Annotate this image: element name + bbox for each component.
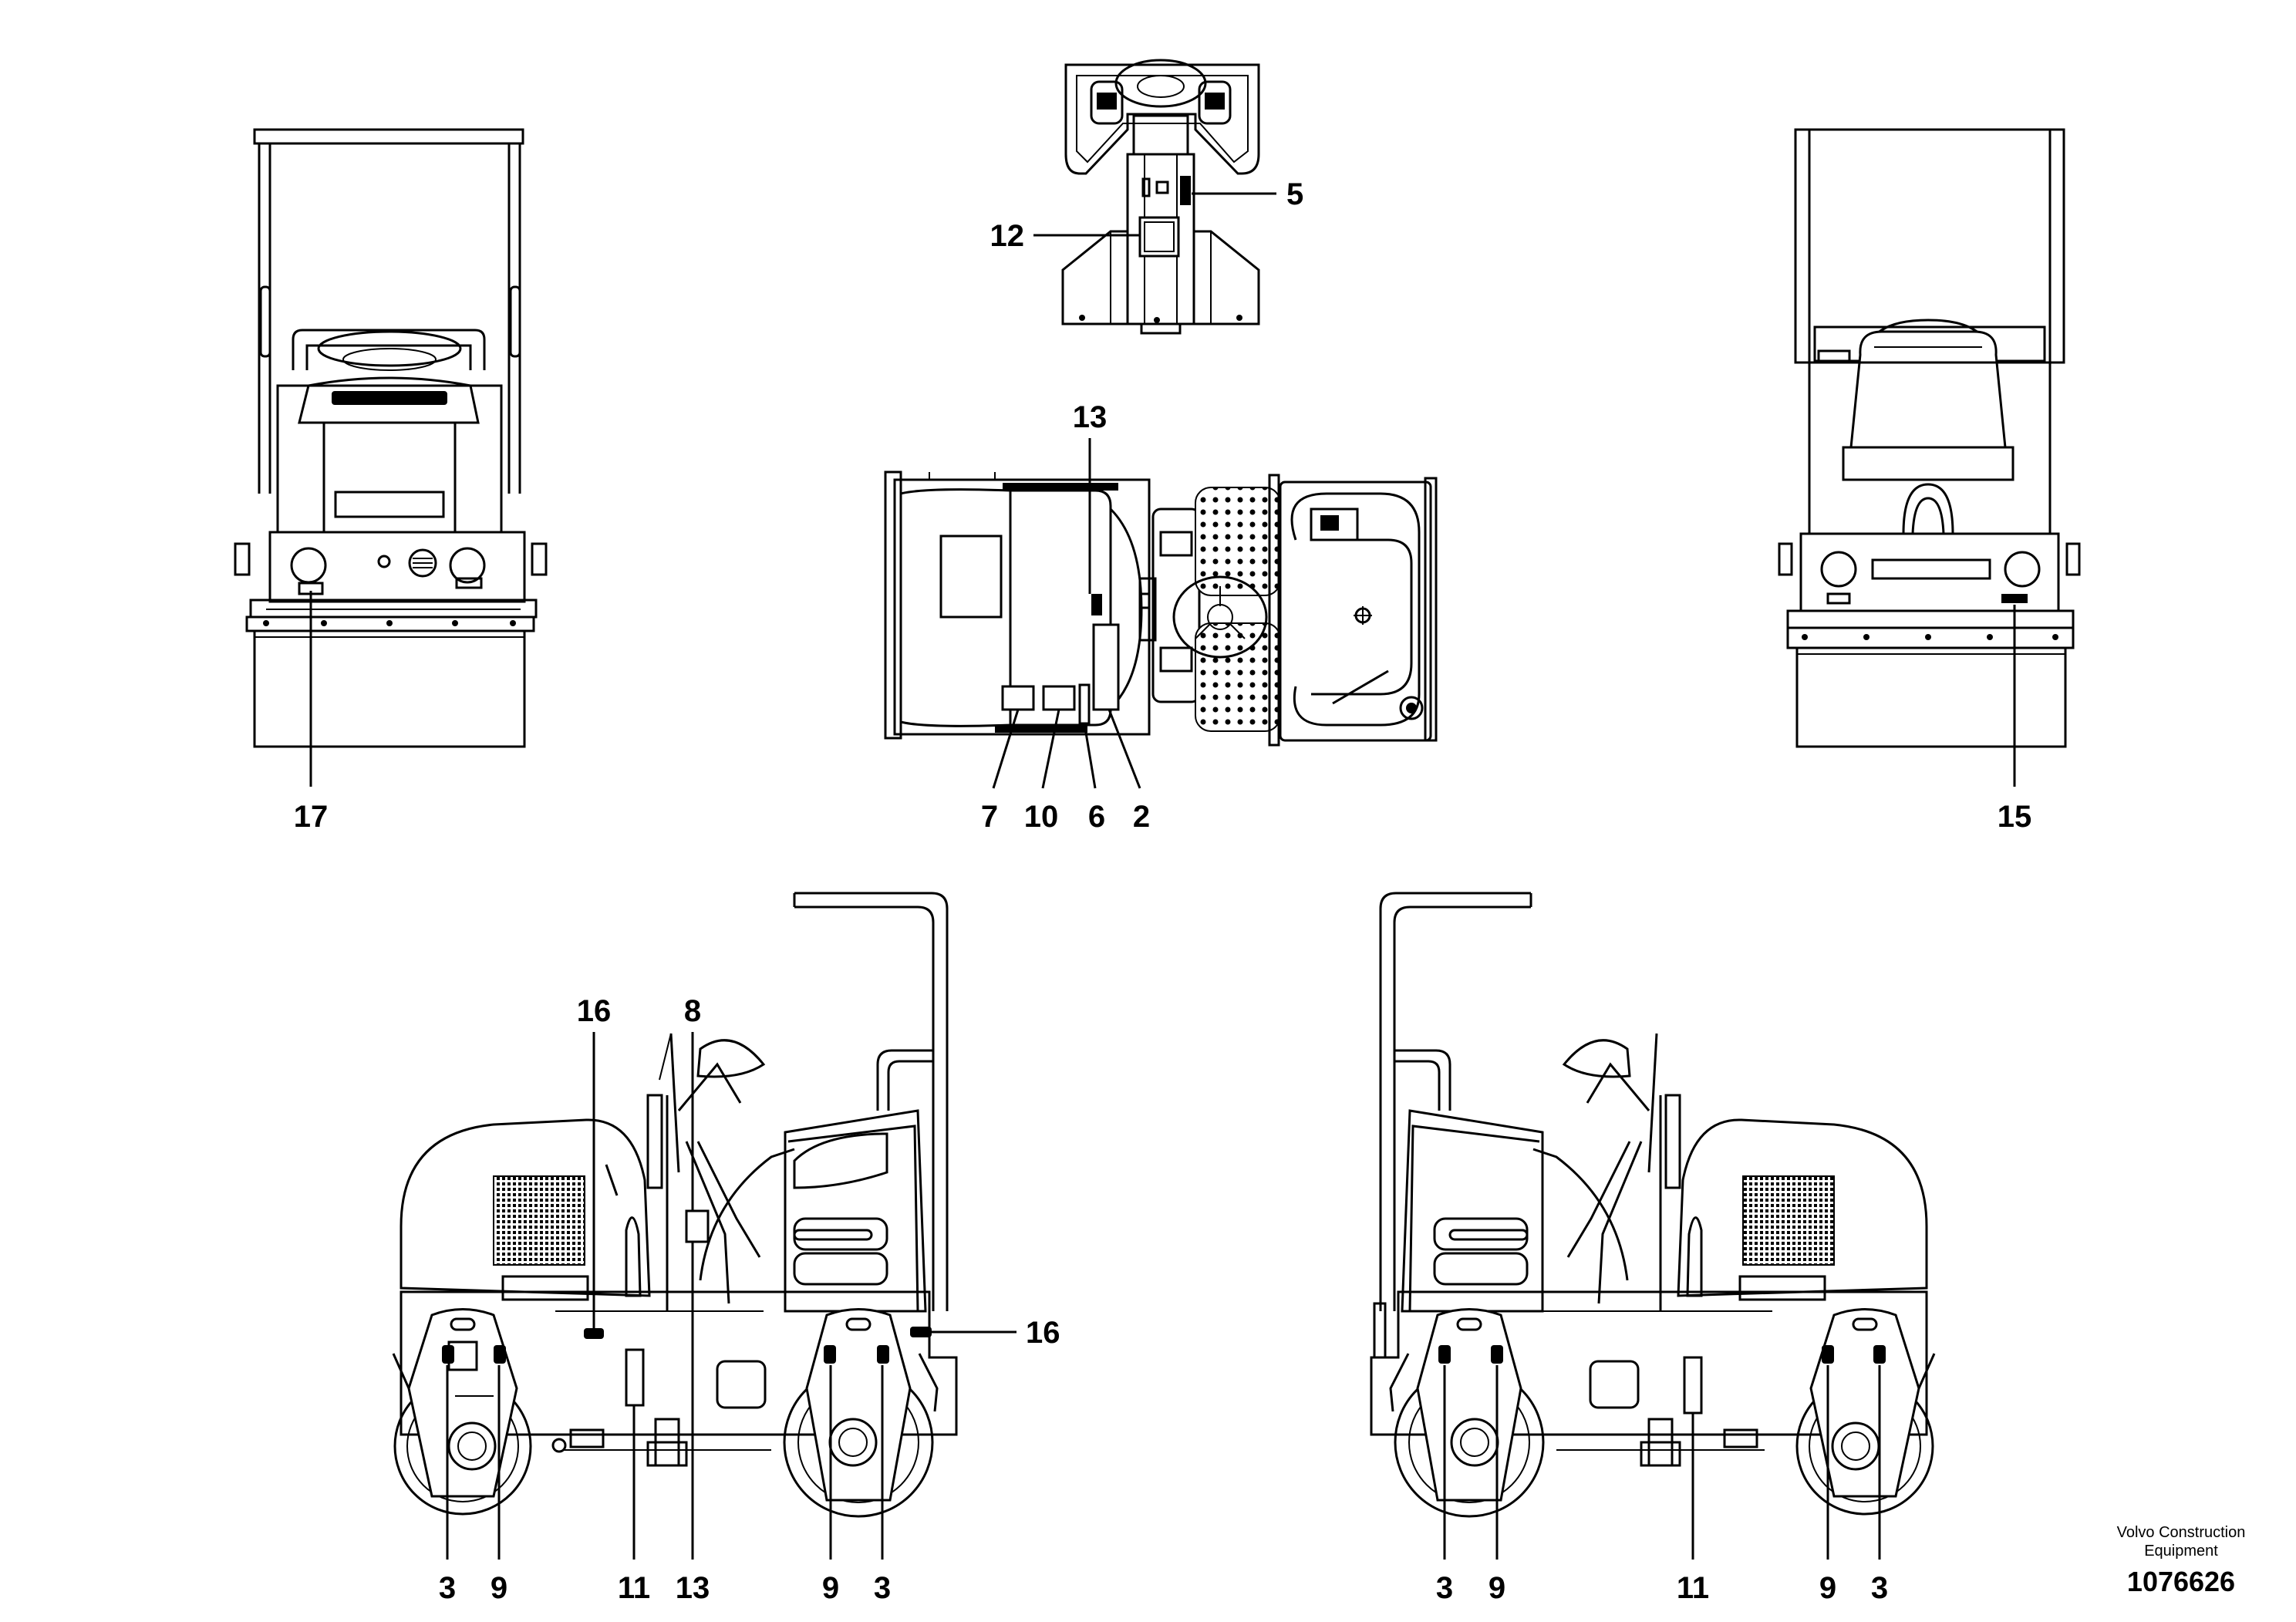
label-12: 12 (990, 219, 1025, 253)
label-3-left-a: 3 (439, 1571, 456, 1605)
front-view: 17 (234, 128, 548, 834)
label-10: 10 (1024, 800, 1059, 834)
left-side-view: 16 8 16 3 9 11 13 9 3 (392, 892, 1060, 1605)
label-3-left-b: 3 (874, 1571, 891, 1605)
label-17: 17 (294, 800, 329, 834)
label-11-left: 11 (618, 1571, 650, 1605)
label-9-left-b: 9 (822, 1571, 839, 1605)
label-9-right-b: 9 (1819, 1571, 1836, 1605)
label-2: 2 (1133, 800, 1150, 834)
machine-top-view: 13 (884, 400, 1438, 834)
seat-top-view: 5 12 (990, 59, 1303, 335)
footer: Volvo Construction Equipment 1076626 (2117, 1524, 2246, 1597)
label-13-left: 13 (676, 1571, 710, 1605)
label-16-left-b: 16 (1026, 1316, 1060, 1350)
label-15: 15 (1998, 800, 2032, 834)
label-11-right: 11 (1677, 1571, 1709, 1605)
label-16-left-a: 16 (577, 994, 612, 1028)
label-9-right-a: 9 (1489, 1571, 1505, 1605)
label-7: 7 (981, 800, 998, 834)
label-13-top: 13 (1073, 400, 1108, 434)
document-number: 1076626 (2127, 1566, 2235, 1597)
right-side-view: 3 9 11 9 3 (1370, 892, 1936, 1605)
label-3-right-a: 3 (1436, 1571, 1453, 1605)
label-8: 8 (684, 994, 701, 1028)
rear-view: 15 (1778, 128, 2081, 834)
label-6: 6 (1088, 800, 1105, 834)
label-5: 5 (1286, 177, 1303, 211)
company-name-line2: Equipment (2144, 1543, 2218, 1560)
label-9-left-a: 9 (491, 1571, 507, 1605)
label-3-right-b: 3 (1871, 1571, 1888, 1605)
company-name-line1: Volvo Construction (2117, 1524, 2246, 1541)
